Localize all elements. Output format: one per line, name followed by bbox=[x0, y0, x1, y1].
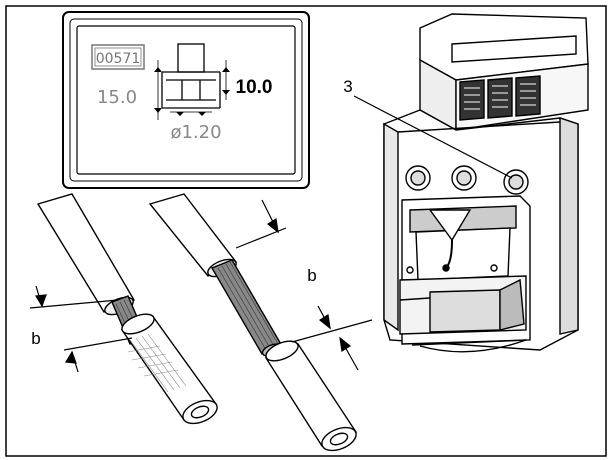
right-wire-assembly bbox=[148, 193, 284, 357]
strip-length-value: 15.0 bbox=[97, 87, 137, 108]
callout-3-leader bbox=[353, 95, 513, 179]
left-wire-assembly bbox=[36, 193, 218, 425]
left-dimension-label: b bbox=[31, 329, 40, 348]
right-wire-strands bbox=[210, 259, 284, 355]
right-insulation-piece bbox=[264, 340, 358, 452]
right-dimension-b bbox=[235, 199, 373, 371]
adjustment-knobs bbox=[405, 165, 529, 195]
right-dimension-label: b bbox=[307, 266, 316, 285]
insertion-length-value: 10.0 bbox=[236, 77, 273, 98]
lcd-display-panel: 00571 15.0 10.0 ø1.20 bbox=[62, 11, 310, 189]
machine-display-window bbox=[451, 35, 577, 63]
crimp-head-cover bbox=[415, 227, 511, 281]
machine-keypad bbox=[459, 75, 541, 121]
callout-3-label: 3 bbox=[343, 77, 352, 96]
counter-value: 00571 bbox=[96, 51, 141, 67]
figure-frame bbox=[5, 5, 607, 457]
crimping-machine bbox=[383, 13, 589, 353]
counter-box bbox=[91, 44, 145, 70]
diameter-value: ø1.20 bbox=[170, 122, 221, 143]
left-wire-insulation bbox=[36, 193, 136, 313]
terminal-schematic bbox=[161, 43, 221, 109]
left-dimension-b bbox=[29, 285, 133, 373]
